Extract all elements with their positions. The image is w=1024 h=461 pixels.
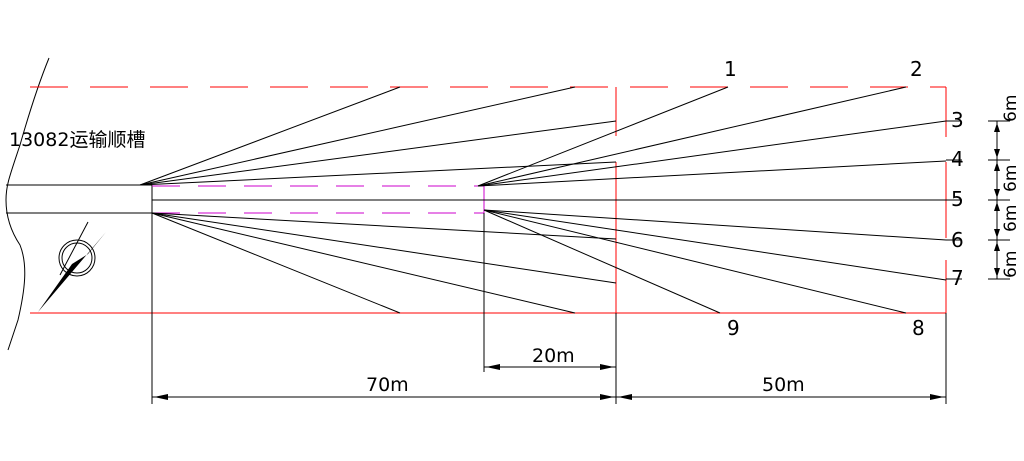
- borehole-line: [151, 212, 617, 284]
- dimension-70m: 70m: [366, 374, 409, 396]
- borehole-4: [477, 160, 947, 187]
- borehole-line: [151, 212, 617, 240]
- borehole-line: [151, 212, 401, 314]
- borehole-2: [477, 86, 907, 187]
- borehole-1: [477, 86, 729, 187]
- horizontal-dimensions: [151, 213, 947, 404]
- hole-number-3: 3: [951, 108, 964, 132]
- borehole-6: [483, 209, 947, 241]
- spacing-label-2: 6m: [1001, 165, 1021, 192]
- borehole-line: [151, 212, 576, 314]
- hole-number-4: 4: [951, 147, 964, 171]
- borehole-line: [139, 86, 401, 186]
- borehole-7: [483, 209, 947, 281]
- borehole-fan-1: [139, 86, 617, 314]
- borehole-3: [477, 120, 947, 187]
- hole-number-1: 1: [724, 57, 737, 81]
- hole-number-7: 7: [951, 266, 964, 290]
- borehole-fan-2: [477, 86, 947, 314]
- borehole-line: [139, 86, 576, 186]
- borehole-line: [139, 161, 617, 186]
- tunnel-edge-curve: [5, 57, 50, 351]
- hole-number-5: 5: [951, 187, 964, 211]
- dimension-50m: 50m: [762, 374, 805, 396]
- hole-number-8: 8: [912, 316, 925, 340]
- number-leaders: [946, 120, 962, 280]
- borehole-9: [483, 209, 721, 314]
- hole-number-9: 9: [727, 316, 740, 340]
- spacing-dimension: [988, 120, 1010, 280]
- spacing-arrows: [994, 123, 1000, 277]
- north-arrow-icon: [38, 221, 106, 312]
- dimension-arrows: [154, 364, 944, 400]
- hole-number-6: 6: [951, 228, 964, 252]
- spacing-label-4: 6m: [1001, 251, 1021, 278]
- spacing-label-3: 6m: [1001, 205, 1021, 232]
- spacing-label-1: 6m: [1001, 95, 1021, 122]
- borehole-8: [483, 209, 907, 314]
- dimension-20m: 20m: [532, 345, 575, 367]
- tunnel-label: 13082运输顺槽: [9, 129, 145, 151]
- hole-number-2: 2: [910, 57, 923, 81]
- borehole-line: [139, 120, 617, 186]
